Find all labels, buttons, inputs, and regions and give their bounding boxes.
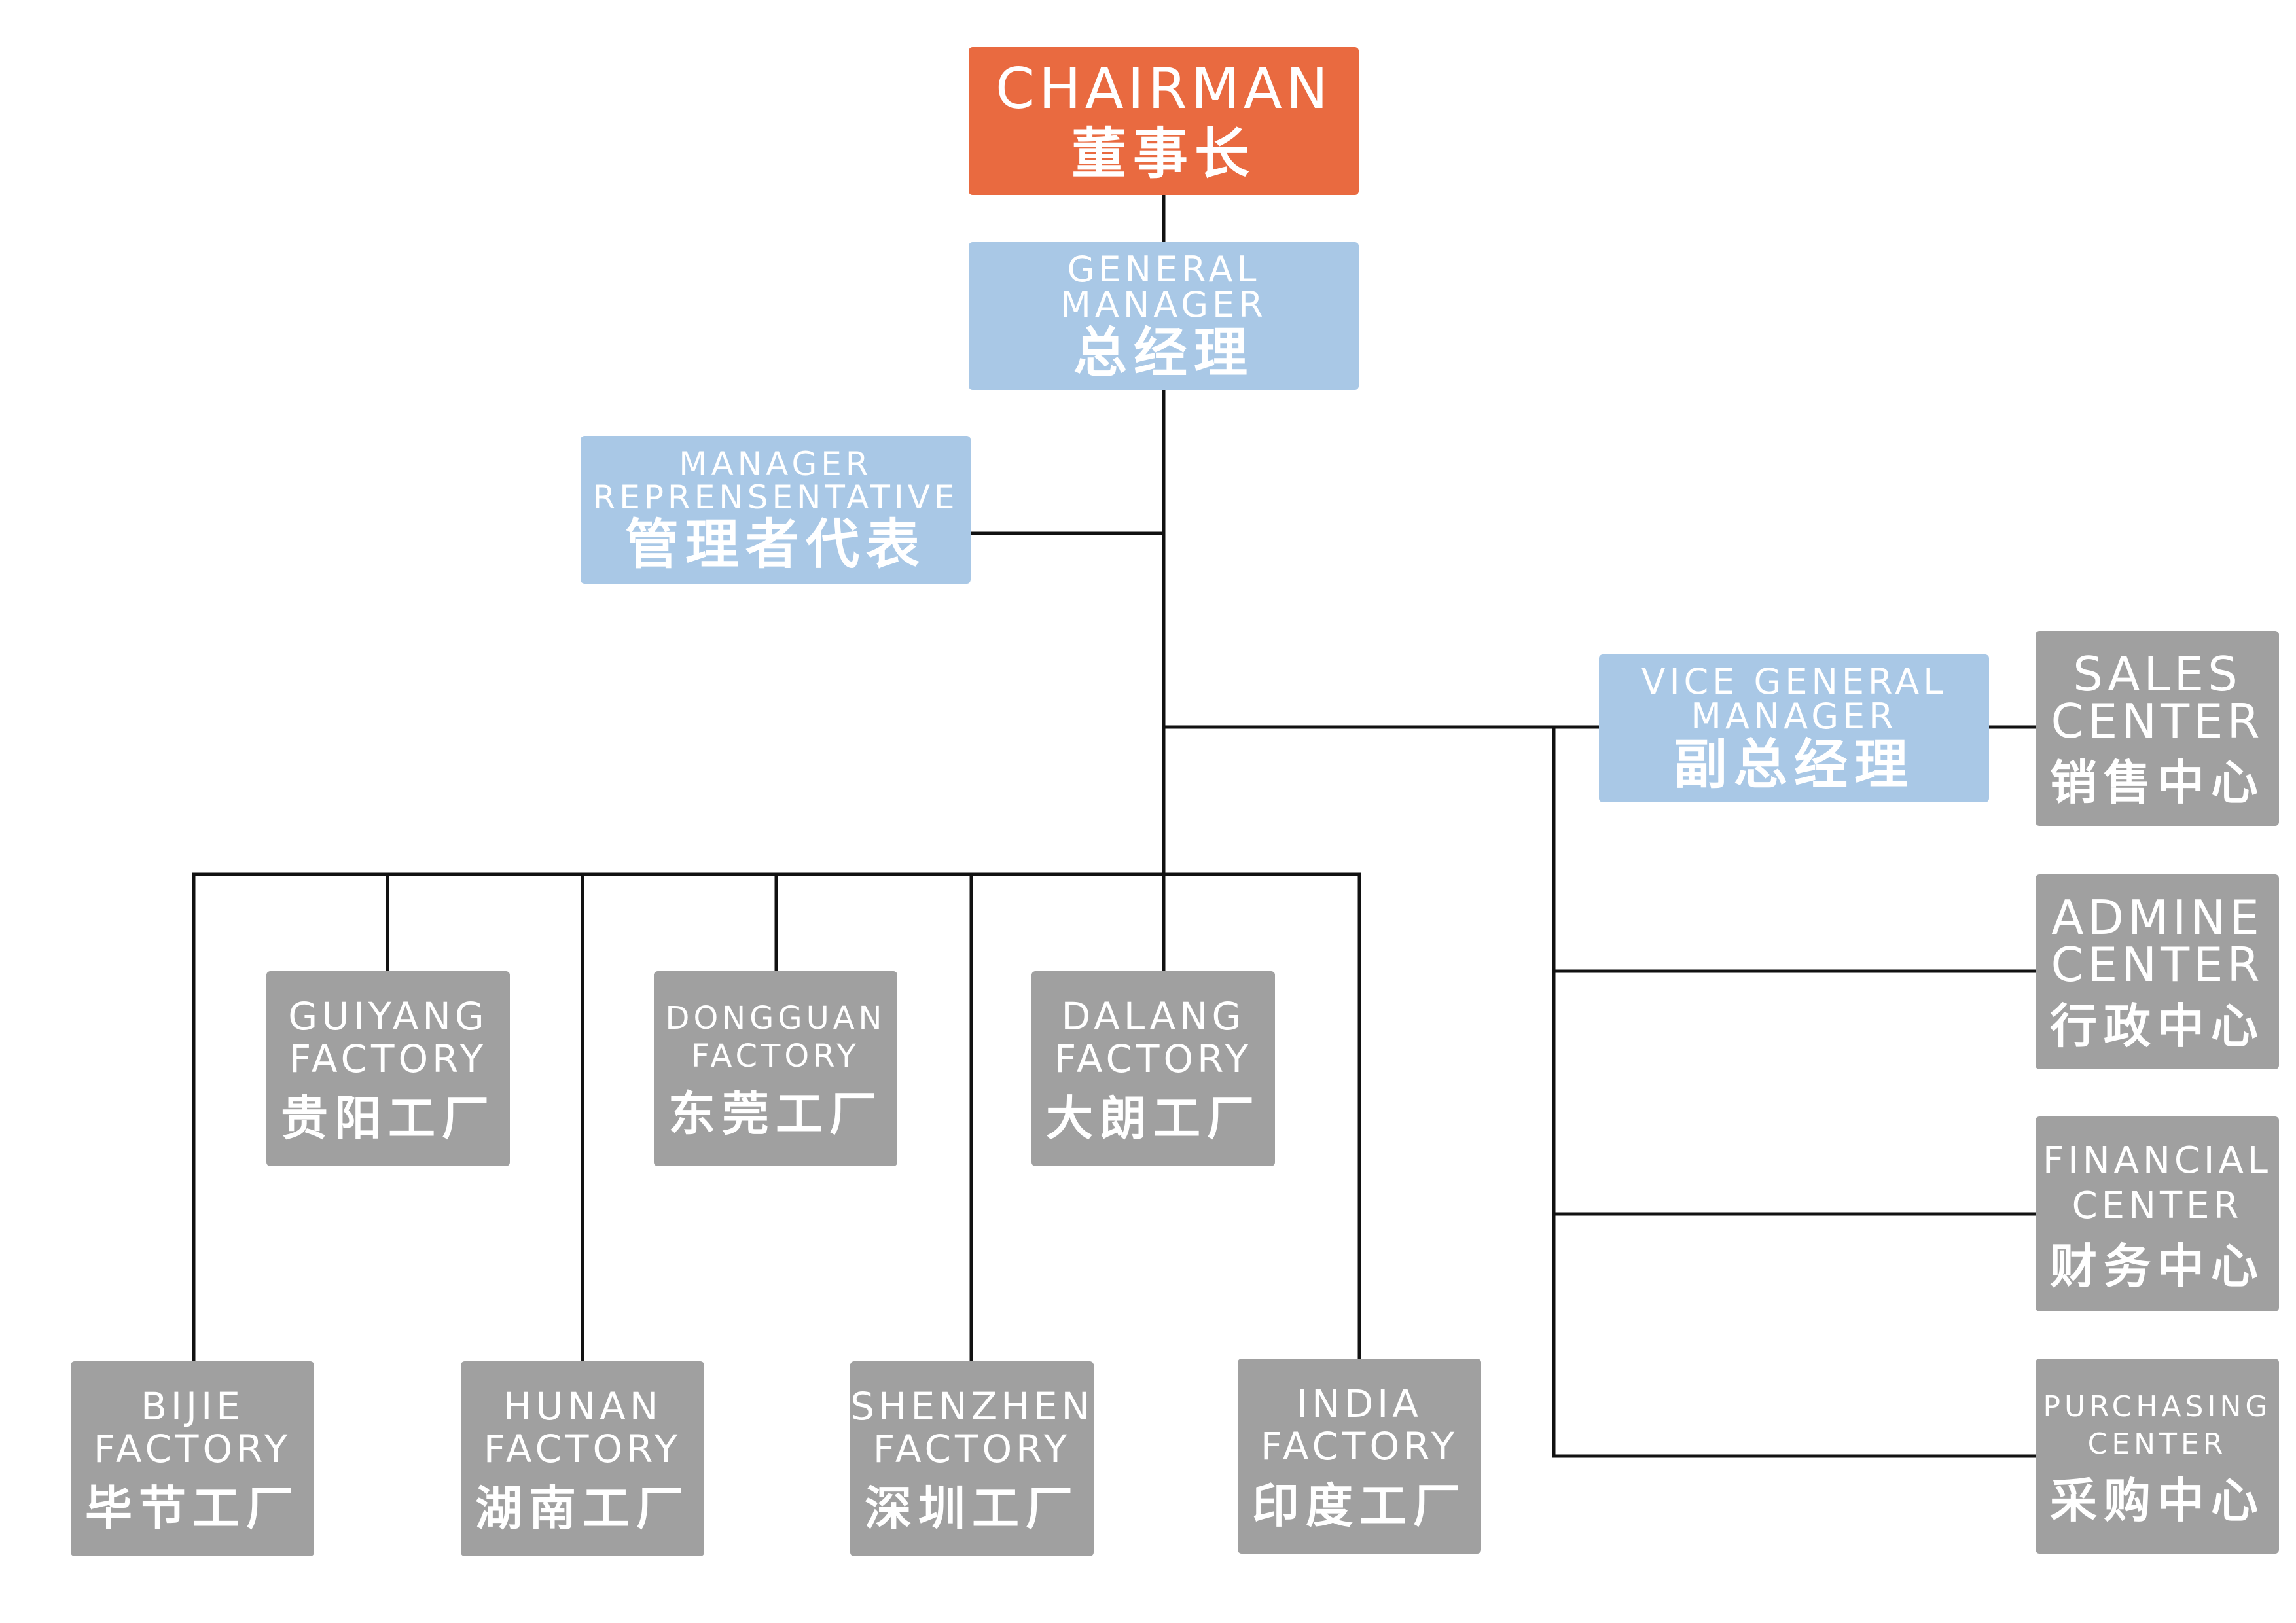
purchasing-center-label-en-1: PURCHASING (2043, 1389, 2272, 1423)
financial-center-label-cn: 财务中心 (2049, 1239, 2265, 1294)
admine-center-node: ADMINE CENTER 行政中心 (2036, 874, 2279, 1069)
india-factory-label-cn: 印度工厂 (1251, 1478, 1467, 1533)
general-manager-node: GENERAL MANAGER 总经理 (969, 242, 1359, 390)
general-manager-label-en-1: GENERAL (1067, 249, 1261, 290)
dalang-factory-label-cn: 大朗工厂 (1045, 1090, 1261, 1146)
shenzhen-factory-label-cn: 深圳工厂 (864, 1480, 1079, 1536)
admine-center-label-en-1: ADMINE (2051, 890, 2263, 945)
admine-center-label-cn: 行政中心 (2049, 999, 2265, 1054)
guiyang-factory-node: GUIYANG FACTORY 贵阳工厂 (266, 971, 510, 1166)
sales-center-label-en-1: SALES (2073, 647, 2242, 702)
dalang-factory-label-en-2: FACTORY (1054, 1037, 1253, 1081)
chairman-node: CHAIRMAN 董事长 (969, 47, 1359, 195)
chairman-label-en: CHAIRMAN (995, 56, 1333, 122)
bijie-factory-node: BIJIE FACTORY 毕节工厂 (71, 1361, 314, 1556)
admine-center-label-en-2: CENTER (2051, 937, 2264, 992)
shenzhen-factory-label-en-2: FACTORY (872, 1427, 1071, 1471)
bijie-factory-label-en-1: BIJIE (141, 1384, 244, 1429)
chairman-label-cn: 董事长 (1071, 122, 1256, 186)
vice-general-manager-label-cn: 副总经理 (1673, 733, 1914, 796)
vice-general-manager-node: VICE GENERAL MANAGER 副总经理 (1599, 654, 1989, 802)
manager-representative-label-en-1: MANAGER (679, 445, 872, 483)
purchasing-center-node: PURCHASING CENTER 采购中心 (2036, 1359, 2279, 1554)
sales-center-node: SALES CENTER 销售中心 (2036, 631, 2279, 826)
manager-representative-label-cn: 管理者代表 (624, 514, 926, 576)
hunan-factory-node: HUNAN FACTORY 湖南工厂 (461, 1361, 704, 1556)
sales-center-label-en-2: CENTER (2051, 694, 2264, 749)
dongguan-factory-label-cn: 东莞工厂 (668, 1086, 883, 1141)
bijie-factory-label-en-2: FACTORY (93, 1427, 292, 1471)
general-manager-label-en-2: MANAGER (1060, 284, 1267, 325)
purchasing-center-label-cn: 采购中心 (2049, 1473, 2265, 1529)
shenzhen-factory-label-en-1: SHENZHEN (850, 1384, 1094, 1429)
financial-center-label-en-1: FINANCIAL (2043, 1139, 2272, 1182)
dongguan-factory-label-en-1: DONGGUAN (665, 1000, 886, 1037)
vice-general-manager-label-en-2: MANAGER (1691, 696, 1897, 737)
india-factory-label-en-1: INDIA (1297, 1382, 1422, 1427)
dalang-factory-node: DALANG FACTORY 大朗工厂 (1031, 971, 1275, 1166)
purchasing-center-label-en-2: CENTER (2087, 1427, 2227, 1461)
vice-general-manager-label-en-1: VICE GENERAL (1641, 661, 1947, 703)
shenzhen-factory-node: SHENZHEN FACTORY 深圳工厂 (850, 1361, 1094, 1556)
india-factory-label-en-2: FACTORY (1260, 1424, 1459, 1469)
financial-center-node: FINANCIAL CENTER 财务中心 (2036, 1116, 2279, 1311)
dalang-factory-label-en-1: DALANG (1061, 994, 1246, 1039)
hunan-factory-label-cn: 湖南工厂 (475, 1480, 690, 1536)
guiyang-factory-label-en-1: GUIYANG (288, 994, 488, 1039)
bijie-factory-label-cn: 毕节工厂 (84, 1480, 300, 1536)
hunan-factory-label-en-2: FACTORY (483, 1427, 682, 1471)
general-manager-label-cn: 总经理 (1073, 322, 1254, 384)
dongguan-factory-label-en-2: FACTORY (691, 1038, 860, 1075)
financial-center-label-en-2: CENTER (2072, 1185, 2243, 1227)
sales-center-label-cn: 销售中心 (2049, 755, 2265, 810)
manager-representative-label-en-2: REPRENSENTATIVE (592, 478, 959, 516)
manager-representative-node: MANAGER REPRENSENTATIVE 管理者代表 (581, 436, 971, 584)
guiyang-factory-label-cn: 贵阳工厂 (280, 1090, 495, 1146)
india-factory-node: INDIA FACTORY 印度工厂 (1238, 1359, 1481, 1554)
guiyang-factory-label-en-2: FACTORY (289, 1037, 488, 1081)
hunan-factory-label-en-1: HUNAN (503, 1384, 662, 1429)
dongguan-factory-node: DONGGUAN FACTORY 东莞工厂 (654, 971, 897, 1166)
